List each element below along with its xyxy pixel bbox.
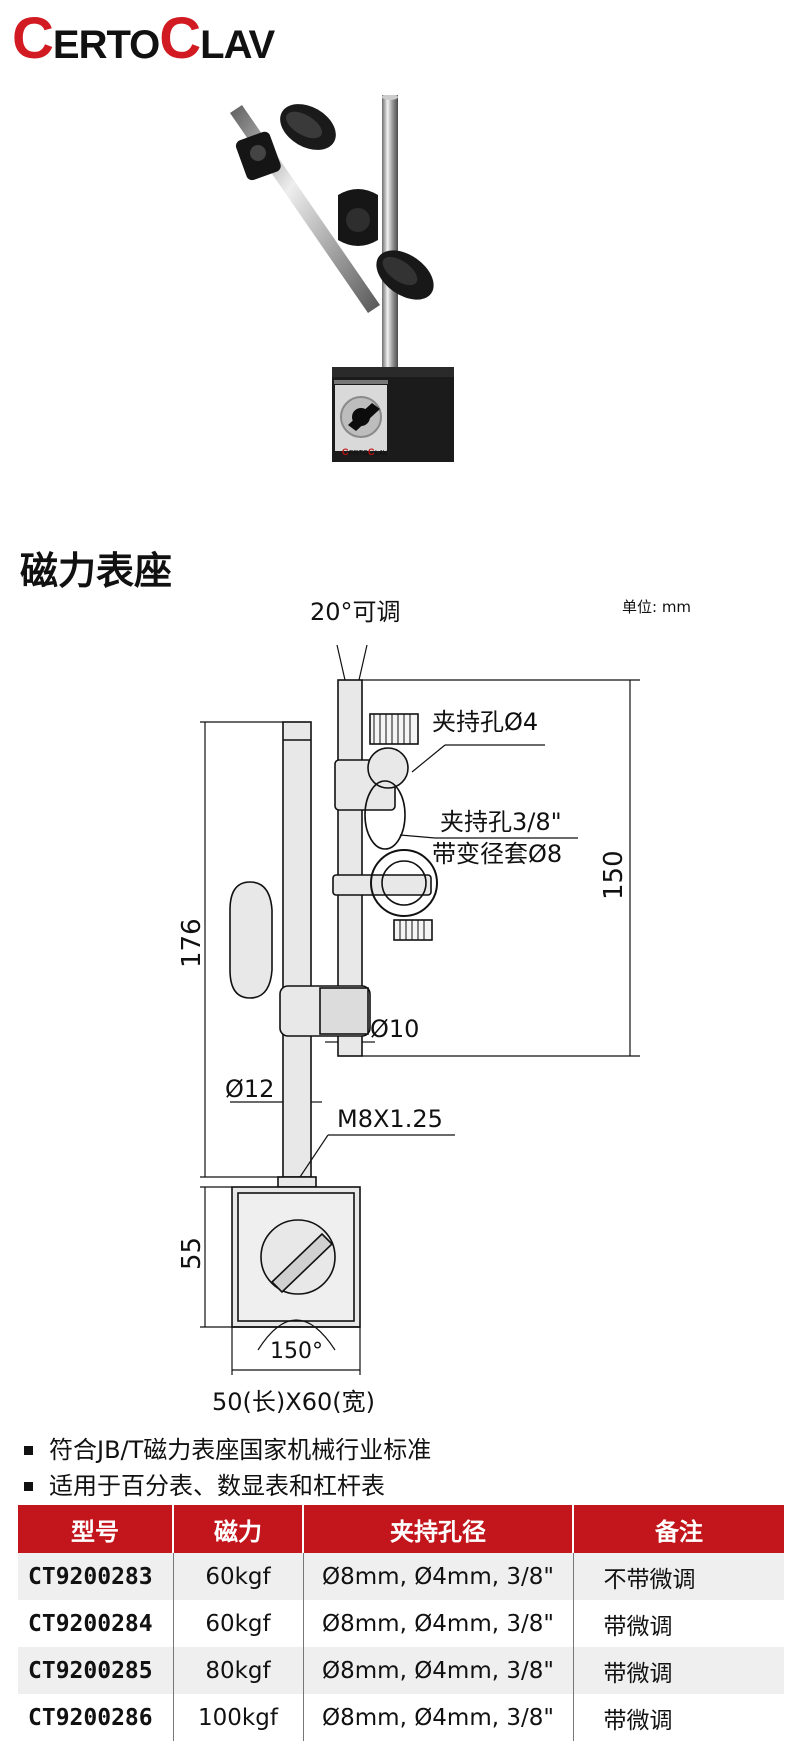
- header-model: 型号: [18, 1505, 174, 1553]
- svg-text:ERTO: ERTO: [349, 450, 369, 457]
- main-rod: [282, 721, 312, 1178]
- header-holes: 夹持孔径: [303, 1505, 574, 1553]
- feature-item: 适用于百分表、数显表和杠杆表: [24, 1468, 431, 1504]
- logo-c1: C: [12, 6, 54, 71]
- table-row: CT9200285 80kgf Ø8mm, Ø4mm, 3/8" 带微调: [18, 1647, 784, 1694]
- header-force: 磁力: [173, 1505, 304, 1553]
- product-title: 磁力表座: [20, 549, 173, 593]
- header-note: 备注: [573, 1505, 784, 1553]
- spec-table: 型号 磁力 夹持孔径 备注 CT9200283 60kgf Ø8mm, Ø4mm…: [18, 1505, 784, 1741]
- cell-force: 60kgf: [173, 1600, 304, 1647]
- logo-text1: ERTO: [52, 23, 160, 67]
- cell-holes: Ø8mm, Ø4mm, 3/8": [303, 1647, 574, 1694]
- technical-drawing: 20°可调 夹持孔Ø4 夹持孔3/8" 带变径套Ø8 150 176 Ø10 Ø…: [177, 598, 640, 1416]
- product-photo: C ERTO C LAV: [230, 95, 454, 462]
- cell-model: CT9200283: [18, 1553, 174, 1600]
- cell-note: 不带微调: [573, 1553, 784, 1600]
- cell-model: CT9200285: [18, 1647, 174, 1694]
- svg-text:C: C: [368, 447, 375, 457]
- label-rod-12: Ø12: [225, 1075, 274, 1103]
- feature-item: 符合JB/T磁力表座国家机械行业标准: [24, 1432, 431, 1468]
- label-clamp-hole-38: 夹持孔3/8": [440, 808, 562, 836]
- feature-text: 适用于百分表、数显表和杠杆表: [49, 1472, 385, 1500]
- cell-model: CT9200284: [18, 1600, 174, 1647]
- cell-note: 带微调: [573, 1694, 784, 1741]
- cell-holes: Ø8mm, Ø4mm, 3/8": [303, 1600, 574, 1647]
- label-thread: M8X1.25: [337, 1105, 443, 1133]
- base-logo-mark: C: [342, 447, 349, 457]
- label-rod-10: Ø10: [370, 1015, 419, 1043]
- label-base-size: 50(长)X60(宽): [212, 1388, 375, 1416]
- logo-text2: LAV: [200, 23, 275, 67]
- unit-label: 单位: mm: [622, 598, 692, 616]
- cell-force: 80kgf: [173, 1647, 304, 1694]
- table-row: CT9200283 60kgf Ø8mm, Ø4mm, 3/8" 不带微调: [18, 1553, 784, 1600]
- label-reducer: 带变径套Ø8: [432, 840, 562, 868]
- cell-holes: Ø8mm, Ø4mm, 3/8": [303, 1553, 574, 1600]
- cell-note: 带微调: [573, 1647, 784, 1694]
- table-row: CT9200284 60kgf Ø8mm, Ø4mm, 3/8" 带微调: [18, 1600, 784, 1647]
- right-knob: [229, 881, 273, 999]
- square-bullet-icon: [24, 1445, 33, 1455]
- cell-model: CT9200286: [18, 1694, 174, 1741]
- square-bullet-icon: [24, 1481, 33, 1491]
- feature-text: 符合JB/T磁力表座国家机械行业标准: [49, 1436, 432, 1464]
- cell-force: 100kgf: [173, 1694, 304, 1741]
- logo-c2: C: [159, 6, 201, 71]
- label-dim-150: 150: [599, 850, 629, 900]
- label-dim-55: 55: [177, 1237, 207, 1270]
- table-header-row: 型号 磁力 夹持孔径 备注: [18, 1505, 784, 1553]
- svg-text:LAV: LAV: [375, 450, 388, 457]
- label-angle-adjust: 20°可调: [310, 598, 401, 626]
- label-angle-150: 150°: [270, 1339, 323, 1364]
- label-clamp-hole-4: 夹持孔Ø4: [432, 708, 538, 736]
- label-dim-176: 176: [177, 918, 207, 968]
- ring-clamp: [370, 849, 438, 917]
- table-row: CT9200286 100kgf Ø8mm, Ø4mm, 3/8" 带微调: [18, 1694, 784, 1741]
- cell-holes: Ø8mm, Ø4mm, 3/8": [303, 1694, 574, 1741]
- cell-note: 带微调: [573, 1600, 784, 1647]
- cell-force: 60kgf: [173, 1553, 304, 1600]
- feature-list: 符合JB/T磁力表座国家机械行业标准 适用于百分表、数显表和杠杆表: [24, 1432, 431, 1504]
